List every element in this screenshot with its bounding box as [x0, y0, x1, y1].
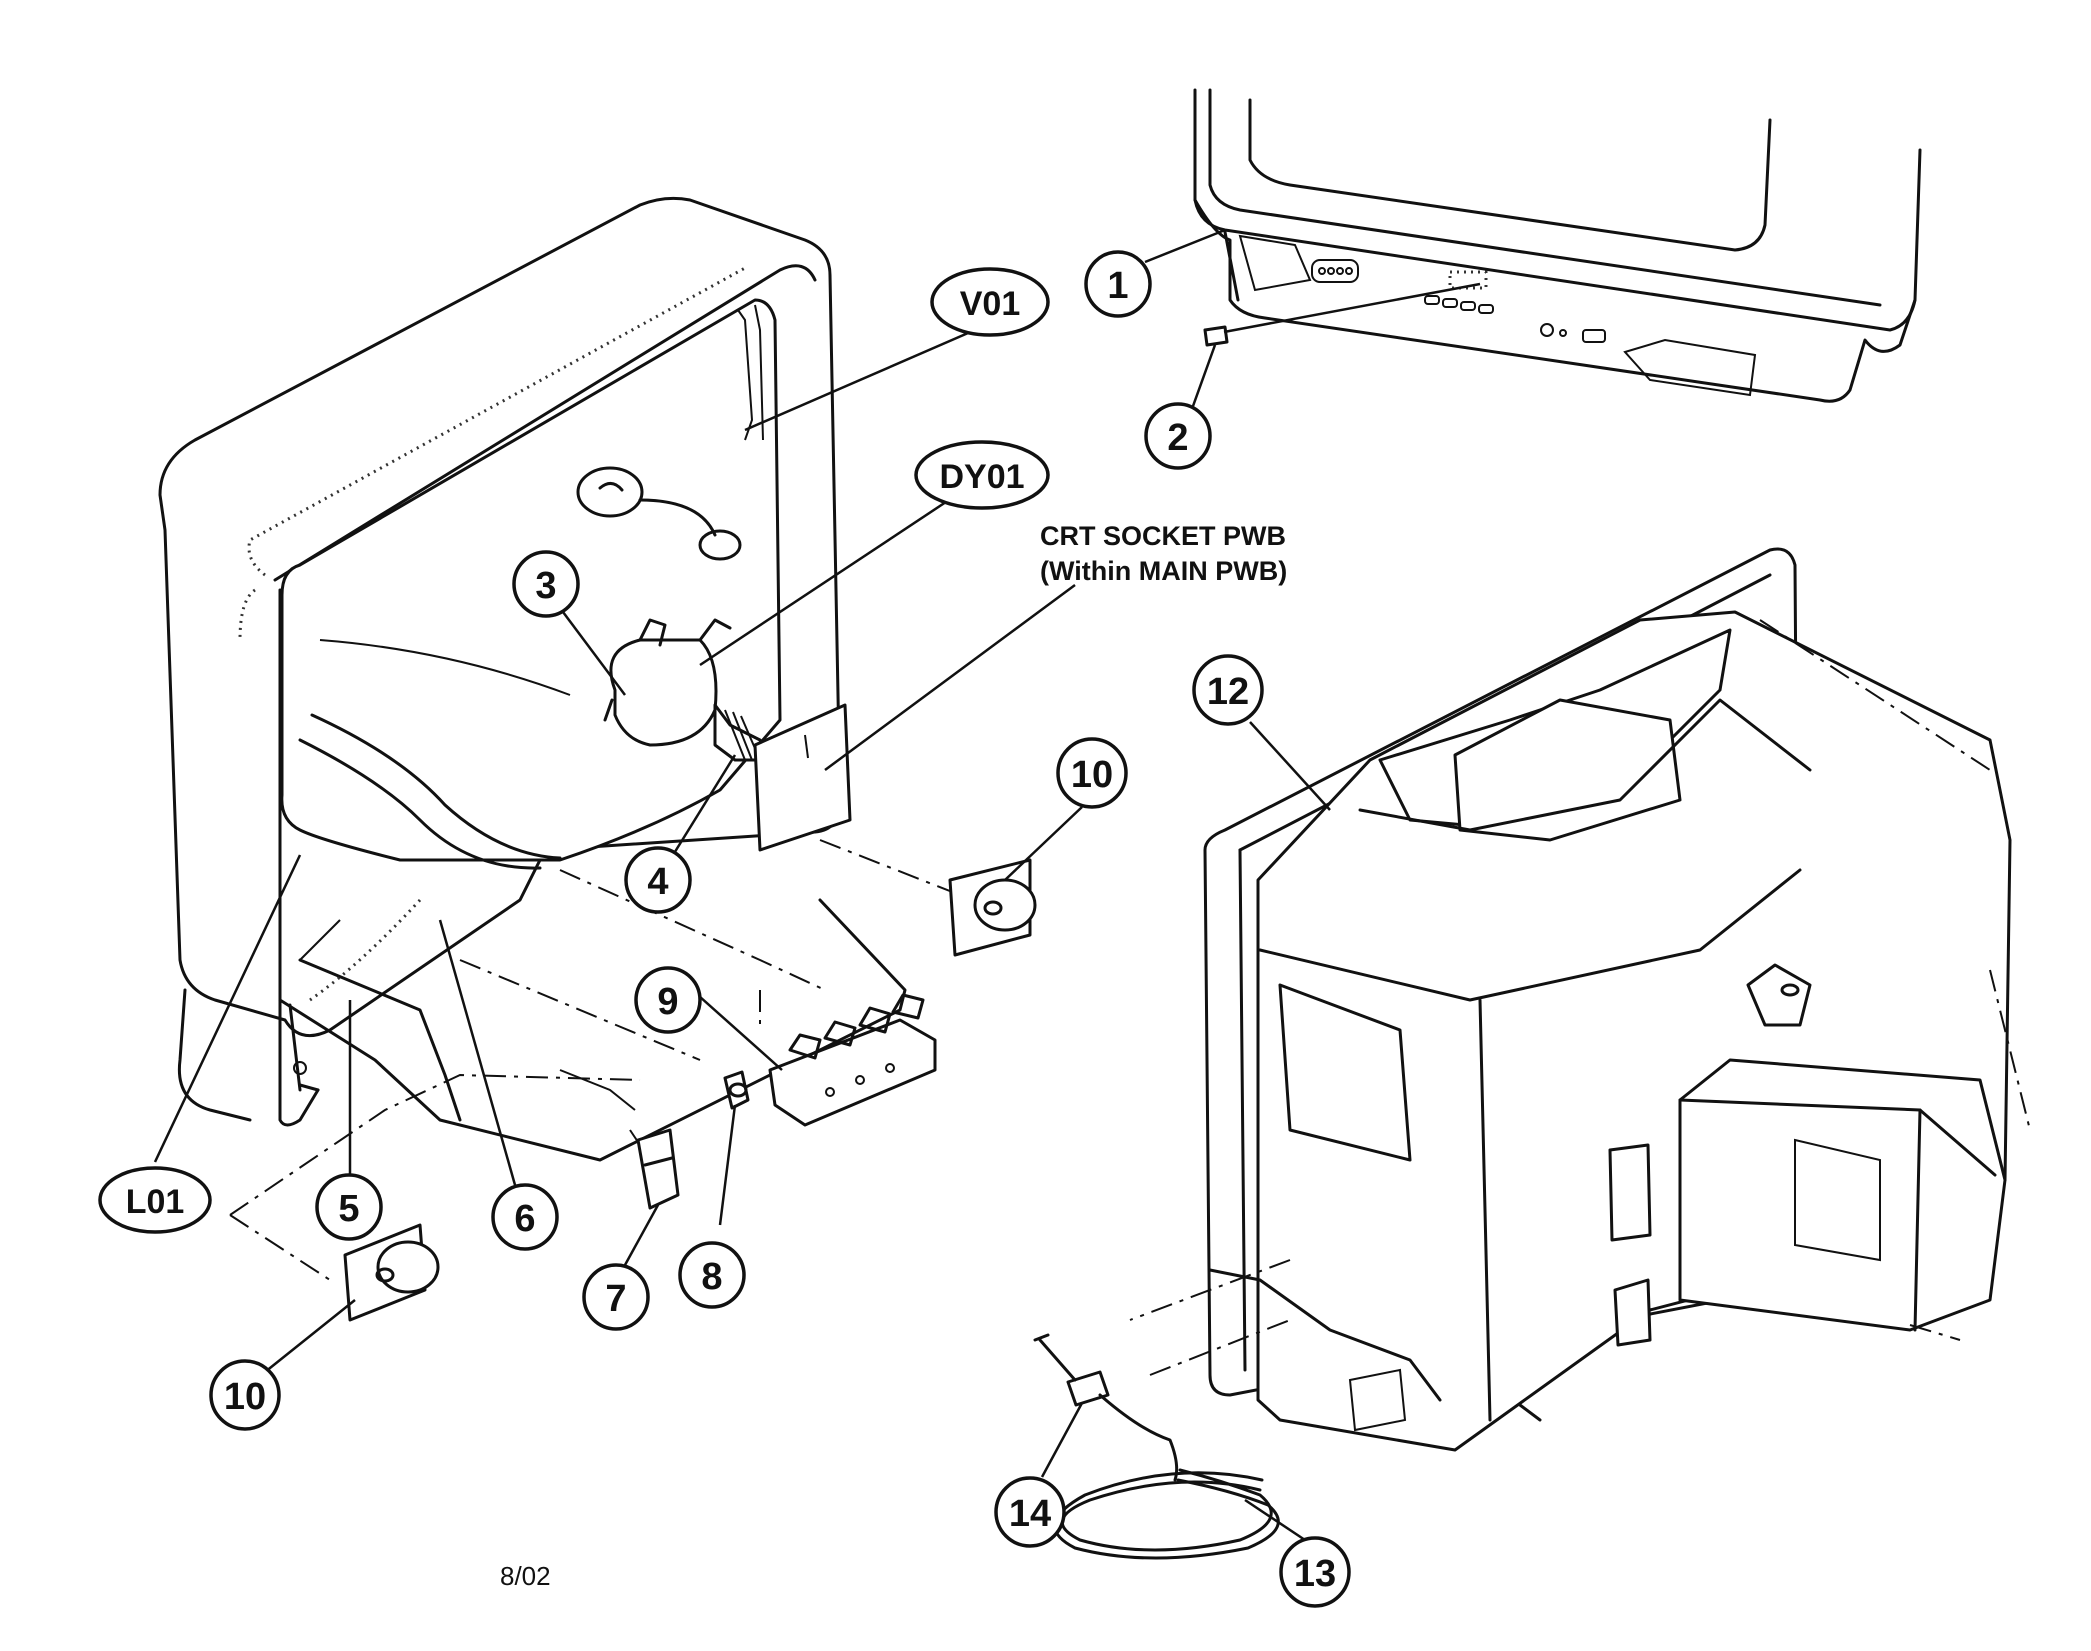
callout-12: 12	[1192, 654, 1264, 726]
callout-dy01: DY01	[914, 440, 1050, 510]
callout-l01: L01	[98, 1166, 212, 1234]
note-line-1: CRT SOCKET PWB	[1040, 521, 1286, 551]
callout-14-label: 14	[1009, 1493, 1051, 1535]
callout-9: 9	[634, 966, 702, 1034]
callout-4-label: 4	[647, 861, 668, 903]
callout-10-right: 10	[1056, 737, 1128, 809]
callout-13-label: 13	[1294, 1553, 1336, 1595]
callout-3: 3	[512, 550, 580, 618]
callout-9-label: 9	[657, 981, 678, 1023]
callout-10-left: 10	[209, 1359, 281, 1431]
callout-8-label: 8	[701, 1256, 722, 1298]
callout-8: 8	[678, 1241, 746, 1309]
leader-lines	[153, 228, 1331, 1542]
callout-5: 5	[315, 1173, 383, 1241]
tv-front-view	[1193, 88, 1922, 403]
callout-12-label: 12	[1207, 671, 1249, 713]
callout-2: 2	[1144, 402, 1212, 470]
crt-socket-note: CRT SOCKET PWB (Within MAIN PWB)	[1040, 521, 1287, 586]
callout-l01-label: L01	[126, 1183, 185, 1221]
tv-rear-cabinet	[1033, 547, 2031, 1560]
callout-7-label: 7	[605, 1278, 626, 1320]
callout-1: 1	[1084, 250, 1152, 318]
callout-6: 6	[491, 1183, 559, 1251]
date-code: 8/02	[500, 1561, 551, 1591]
callout-2-label: 2	[1167, 417, 1188, 459]
note-line-2: (Within MAIN PWB)	[1040, 556, 1287, 586]
tv-back-cutaway-view	[158, 196, 1037, 1322]
callout-v01-label: V01	[960, 285, 1021, 323]
callout-5-label: 5	[338, 1188, 359, 1230]
callout-13: 13	[1279, 1536, 1351, 1608]
callout-4: 4	[624, 846, 692, 914]
callout-10-right-label: 10	[1071, 754, 1113, 796]
callout-v01: V01	[930, 267, 1050, 337]
callout-3-label: 3	[535, 565, 556, 607]
callout-6-label: 6	[514, 1198, 535, 1240]
callout-14: 14	[994, 1476, 1066, 1548]
callout-7: 7	[582, 1263, 650, 1331]
callout-10-left-label: 10	[224, 1376, 266, 1418]
callout-dy01-label: DY01	[939, 458, 1024, 496]
callout-1-label: 1	[1107, 265, 1128, 307]
